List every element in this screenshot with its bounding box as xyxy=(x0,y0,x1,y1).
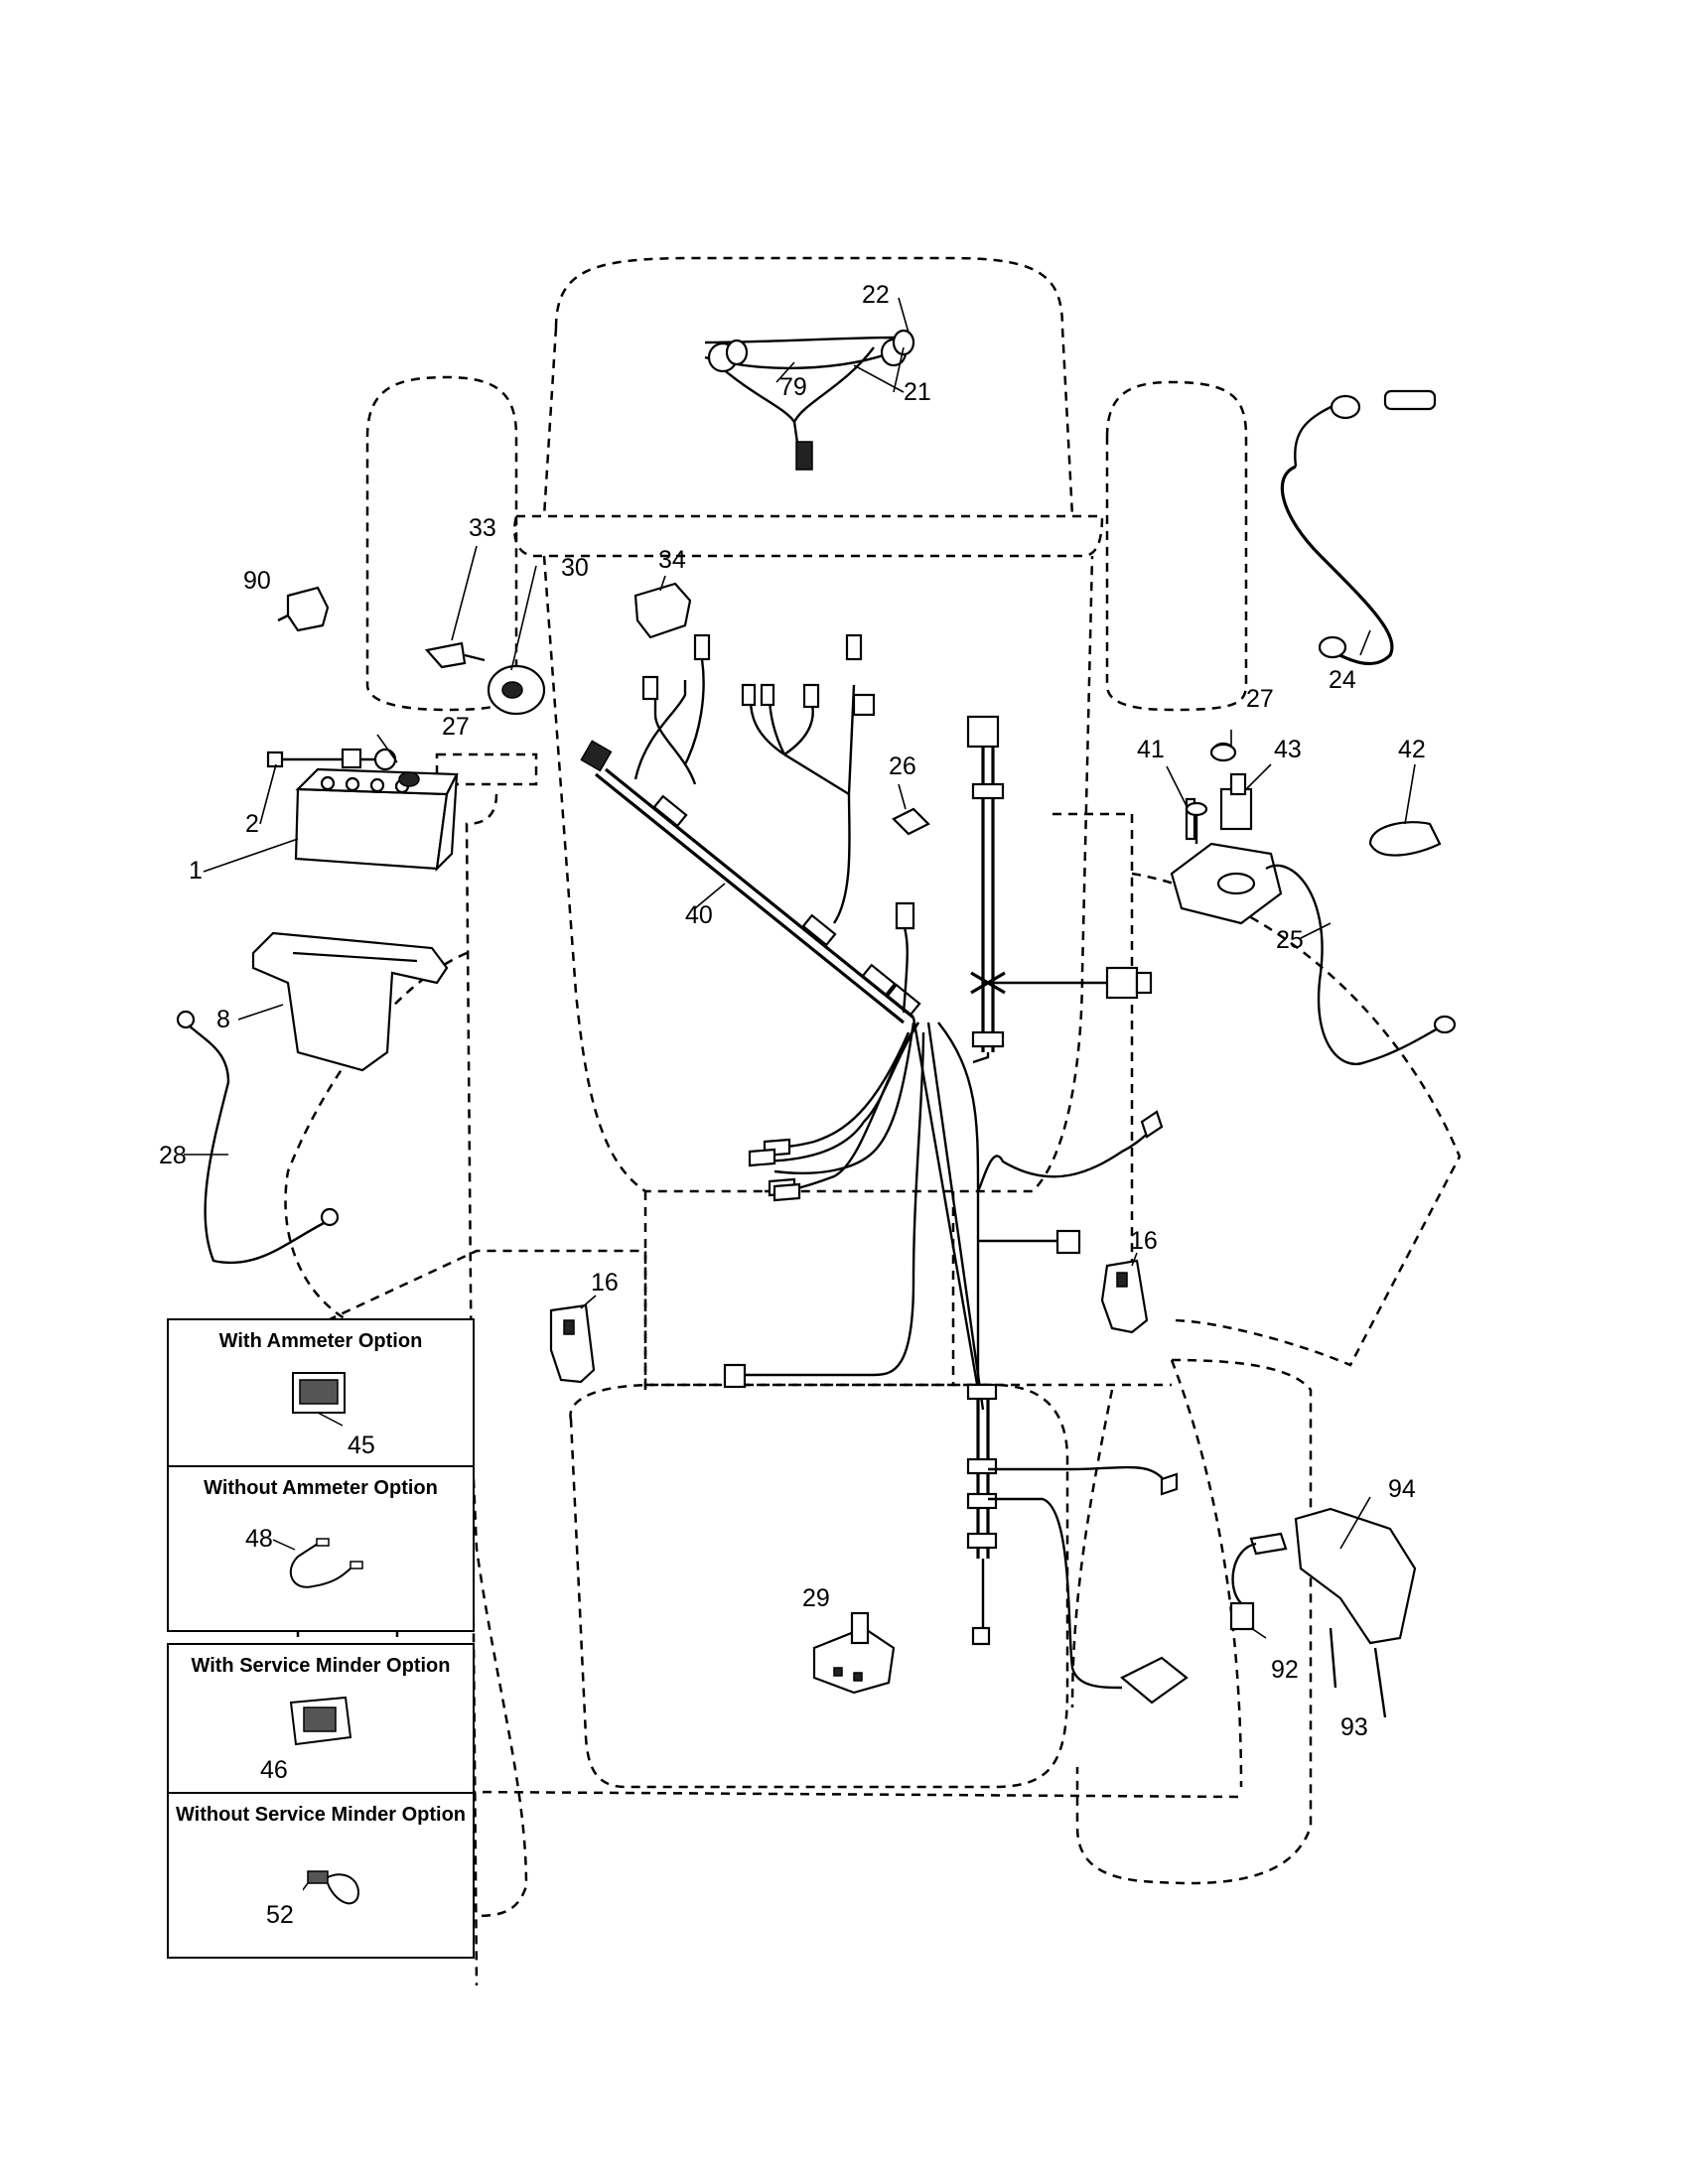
callout-24: 24 xyxy=(1329,666,1356,694)
callout-16-right: 16 xyxy=(1130,1227,1158,1255)
part-90 xyxy=(277,586,330,632)
without-ammeter-title: Without Ammeter Option xyxy=(204,1477,438,1499)
starter-solenoid xyxy=(1170,742,1283,925)
callout-29: 29 xyxy=(802,1584,830,1612)
part-46-label: 46 xyxy=(260,1756,288,1784)
callout-8: 8 xyxy=(216,1006,230,1033)
battery-cable-24 xyxy=(1280,389,1437,666)
switch-34 xyxy=(633,582,692,639)
callout-1: 1 xyxy=(189,857,203,885)
hardware xyxy=(1185,743,1237,844)
jumper-plug-icon xyxy=(303,1870,359,1905)
callout-30: 30 xyxy=(561,554,589,582)
service-minder-icon xyxy=(289,1696,352,1746)
without-ammeter-cell: Without Ammeter Option 48 xyxy=(169,1467,473,1632)
callout-79: 79 xyxy=(779,373,807,401)
callout-33: 33 xyxy=(469,514,496,542)
part-45-label: 45 xyxy=(348,1432,375,1459)
wiring-harness xyxy=(580,633,1179,1690)
with-ammeter-cell: With Ammeter Option 45 xyxy=(169,1320,473,1467)
callout-34: 34 xyxy=(658,546,686,574)
safety-switch-left xyxy=(549,1303,596,1384)
ammeter-icon xyxy=(292,1372,346,1427)
battery xyxy=(266,748,459,873)
seat-switch xyxy=(1229,1507,1417,1718)
callout-41: 41 xyxy=(1137,736,1165,763)
callout-25: 25 xyxy=(1276,926,1304,954)
callout-40: 40 xyxy=(685,901,713,929)
ignition-switch xyxy=(424,641,546,716)
callout-26: 26 xyxy=(889,752,916,780)
callout-21: 21 xyxy=(904,378,931,406)
with-service-minder-title: With Service Minder Option xyxy=(191,1655,451,1677)
callout-90: 90 xyxy=(243,567,271,595)
callout-16-left: 16 xyxy=(591,1269,619,1297)
callout-labels: 1 2 8 16 16 21 22 24 25 26 27 27 28 29 3… xyxy=(159,281,1426,1741)
ground-cable-25 xyxy=(1265,821,1457,1065)
jumper-wire-icon xyxy=(273,1538,363,1588)
part-48-label: 48 xyxy=(245,1525,273,1553)
service-minder-option-box: With Service Minder Option 46 Without Se… xyxy=(167,1643,475,1959)
leader-lines xyxy=(184,297,1416,1639)
part-52-label: 52 xyxy=(266,1901,294,1929)
with-ammeter-title: With Ammeter Option xyxy=(218,1330,423,1352)
callout-2: 2 xyxy=(245,810,259,838)
callout-43: 43 xyxy=(1274,736,1302,763)
battery-cable-28 xyxy=(176,1010,340,1265)
headlight-assembly xyxy=(704,329,915,471)
callout-42: 42 xyxy=(1398,736,1426,763)
callout-22: 22 xyxy=(862,281,890,309)
ammeter-option-box: With Ammeter Option 45 Without Ammeter O… xyxy=(167,1318,475,1632)
without-service-minder-title: Without Service Minder Option xyxy=(175,1804,467,1826)
callout-92: 92 xyxy=(1271,1656,1299,1684)
safety-switch-right xyxy=(1100,1259,1149,1334)
without-service-minder-cell: Without Service Minder Option 52 xyxy=(169,1794,473,1959)
callout-27-left: 27 xyxy=(442,713,470,741)
battery-tray xyxy=(251,931,449,1072)
relay-connector xyxy=(1120,1656,1189,1705)
pto-switch xyxy=(812,1611,896,1695)
callout-27-right: 27 xyxy=(1246,685,1274,713)
with-service-minder-cell: With Service Minder Option 46 xyxy=(169,1645,473,1794)
fuse xyxy=(892,807,930,836)
callout-94: 94 xyxy=(1388,1475,1416,1503)
callout-93: 93 xyxy=(1340,1713,1368,1741)
callout-28: 28 xyxy=(159,1142,187,1169)
